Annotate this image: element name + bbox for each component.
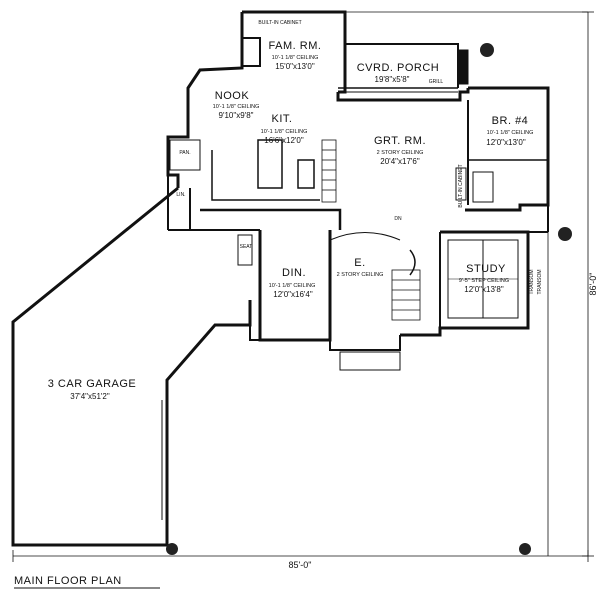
shrub xyxy=(558,227,572,241)
grill-label: GRILL xyxy=(429,79,444,85)
lin-label: LIN. xyxy=(176,192,185,198)
built-in-cabinet-br-label: BUILT-IN CABINET xyxy=(458,164,464,207)
br4-name: BR. #4 xyxy=(492,115,529,127)
kitchen-south-wall xyxy=(200,208,342,230)
stairs xyxy=(321,139,421,321)
walls xyxy=(11,10,550,547)
annotations: BUILT-IN CABINET GRILL PAN. LIN. SEAT DN… xyxy=(176,20,543,295)
shrub xyxy=(480,43,494,57)
entry-arc xyxy=(329,232,401,241)
kit-name: KIT. xyxy=(272,113,293,125)
garage-name: 3 CAR GARAGE xyxy=(48,378,137,390)
built-in-cabinet-br xyxy=(455,167,467,201)
kitchen-counters xyxy=(211,139,320,201)
grt-rm-size: 20'4"x17'6" xyxy=(380,157,420,166)
pan-label: PAN. xyxy=(179,150,190,156)
porch-name: CVRD. PORCH xyxy=(357,62,440,74)
shrub xyxy=(519,543,531,555)
din-name: DIN. xyxy=(282,267,306,279)
fam-rm-name: FAM. RM. xyxy=(269,40,322,52)
overall-depth-label: 86'-0" xyxy=(588,273,598,296)
seat-label: SEAT xyxy=(240,244,253,250)
dn-label: DN xyxy=(394,216,402,222)
overall-width-label: 85'-0" xyxy=(289,560,312,570)
plan-title: MAIN FLOOR PLAN xyxy=(14,575,122,587)
nook-size: 9'10"x9'8" xyxy=(219,111,254,120)
room-labels: FAM. RM. 10'-1 1/8" CEILING 15'0"x13'0" … xyxy=(48,40,534,401)
study-name: STUDY xyxy=(466,263,506,275)
fam-room-bump xyxy=(241,37,261,67)
garage-wall xyxy=(11,186,252,547)
entry-name: E. xyxy=(354,257,365,269)
dimensions xyxy=(12,11,594,562)
br4-ceiling: 10'-1 1/8" CEILING xyxy=(487,130,534,136)
tub xyxy=(472,171,494,203)
garage-size: 37'4"x51'2" xyxy=(70,392,110,401)
entry-curve xyxy=(409,249,416,276)
transom-label-2: TRANSOM xyxy=(537,270,543,295)
built-in-cabinet-label: BUILT-IN CABINET xyxy=(258,20,301,26)
nook-ceiling: 10'-1 1/8" CEILING xyxy=(213,104,260,110)
br4-size: 12'0"x13'0" xyxy=(486,138,526,147)
porch-size: 19'8"x5'8" xyxy=(375,75,410,84)
grt-rm-name: GRT. RM. xyxy=(374,135,426,147)
grill xyxy=(457,49,469,85)
din-size: 12'0"x16'4" xyxy=(273,290,313,299)
front-porch-slab xyxy=(339,351,401,371)
front-porch xyxy=(329,335,401,351)
dining-wall xyxy=(258,230,332,342)
transom-label-1: TRANSOM xyxy=(529,270,535,295)
kit-ceiling: 10'-1 1/8" CEILING xyxy=(261,129,308,135)
fam-rm-size: 15'0"x13'0" xyxy=(275,62,315,71)
study-ceiling: 9'-5" STEP CEILING xyxy=(459,278,509,284)
west-wing-wall xyxy=(166,12,244,188)
din-ceiling: 10'-1 1/8" CEILING xyxy=(269,283,316,289)
great-room-wall xyxy=(336,88,470,102)
study-size: 12'0"x13'8" xyxy=(464,285,504,294)
seat-bench xyxy=(237,234,253,266)
shrubs xyxy=(166,43,572,555)
shrub xyxy=(166,543,178,555)
dining-bay xyxy=(249,300,260,341)
fam-rm-ceiling: 10'-1 1/8" CEILING xyxy=(272,55,319,61)
entry-ceiling: 2 STORY CEILING xyxy=(337,272,384,278)
study-wall xyxy=(400,230,530,337)
grt-rm-ceiling: 2 STORY CEILING xyxy=(377,150,424,156)
bedroom-4-wall xyxy=(465,86,550,212)
pantry xyxy=(169,139,201,171)
kit-size: 16'6"x12'0" xyxy=(264,136,304,145)
nook-name: NOOK xyxy=(215,90,250,102)
